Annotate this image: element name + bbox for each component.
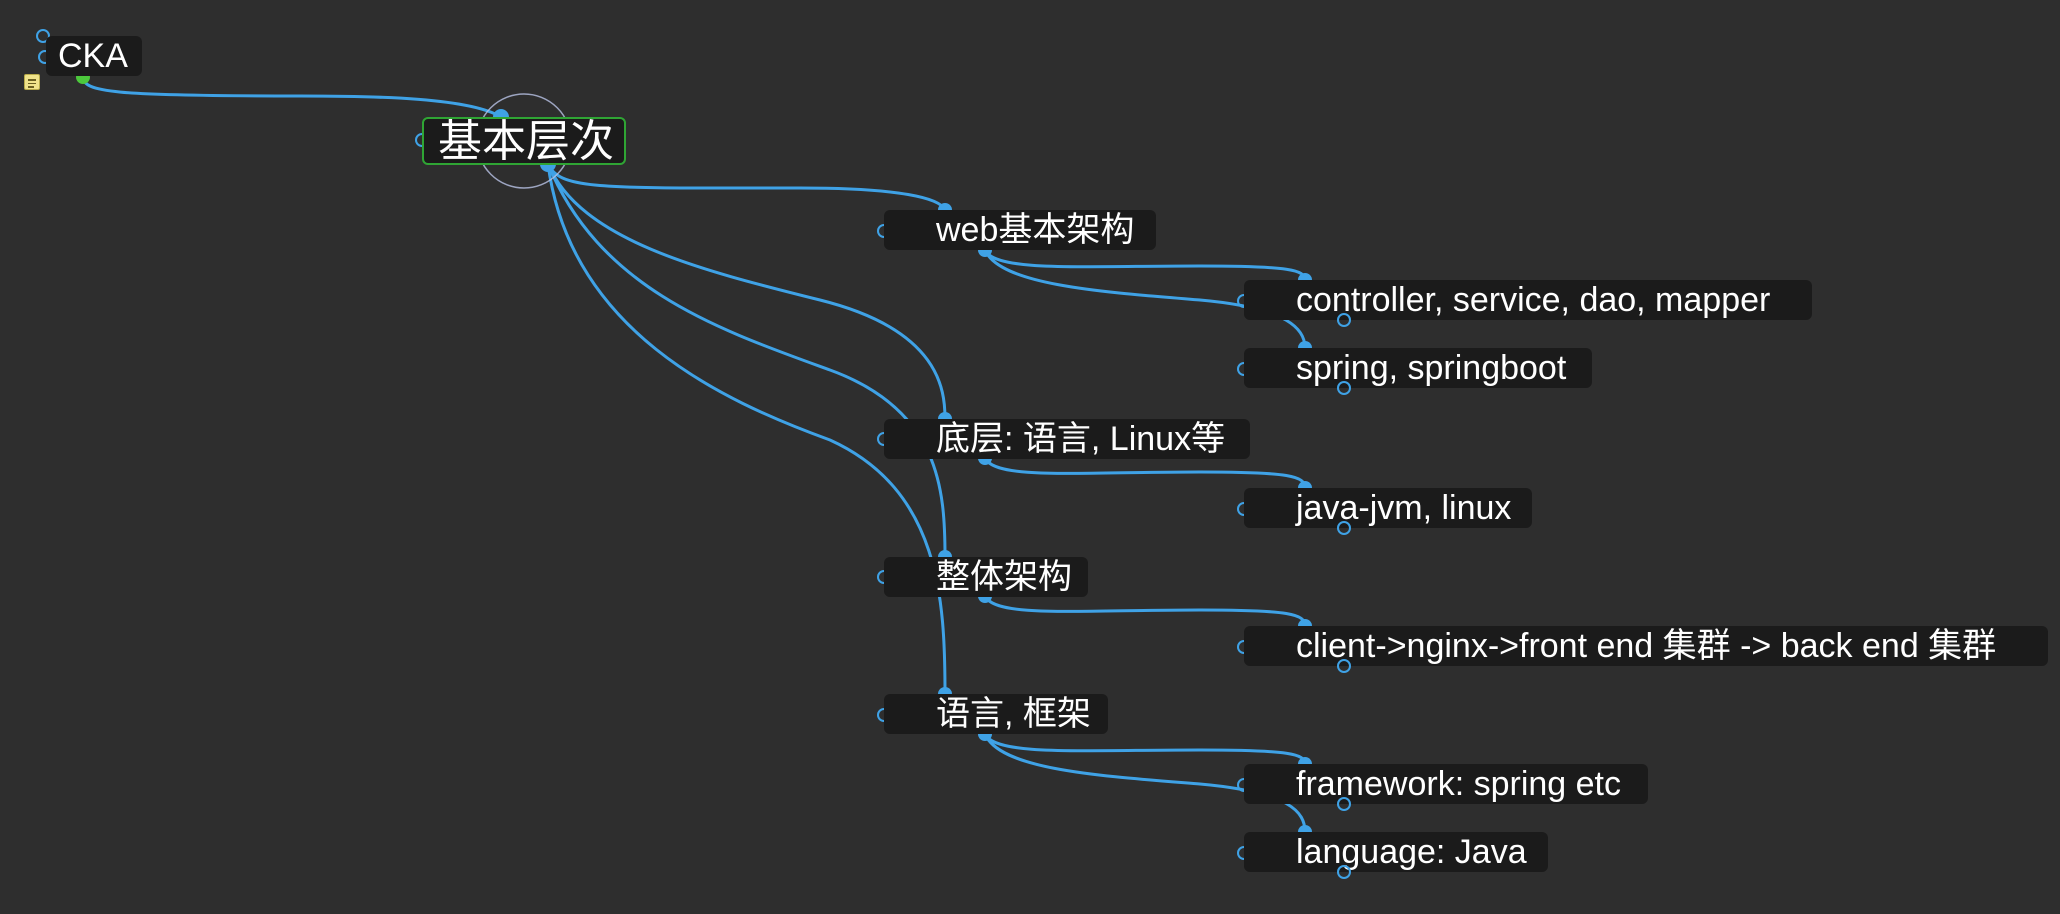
note-icon[interactable]	[24, 74, 40, 90]
root-label: 基本层次	[438, 117, 614, 166]
link-root-to-bottom	[546, 163, 947, 420]
link-arch-to-c1	[983, 595, 1307, 627]
link-root-to-web	[546, 163, 947, 211]
link-bottom-to-c1	[983, 457, 1307, 489]
branch-lang-label: 语言, 框架	[936, 695, 1091, 733]
b1-expand-icon[interactable]	[1337, 521, 1351, 535]
c1-expand-icon[interactable]	[1337, 313, 1351, 327]
lang-child-2-node[interactable]: language: Java	[1244, 832, 1548, 872]
link-web-to-c1	[983, 249, 1307, 281]
cka-label: CKA	[58, 37, 128, 75]
branch-lang-node[interactable]: 语言, 框架	[884, 694, 1108, 734]
link-lang-to-c1	[983, 733, 1307, 765]
arch-child-1-label: client->nginx->front end 集群 -> back end …	[1296, 627, 1997, 665]
lang-child-2-label: language: Java	[1296, 833, 1527, 871]
branch-arch-node[interactable]: 整体架构	[884, 557, 1088, 597]
cka-node[interactable]: CKA	[46, 36, 142, 76]
branch-bottom-node[interactable]: 底层: 语言, Linux等	[884, 419, 1250, 459]
branch-web-node[interactable]: web基本架构	[884, 210, 1156, 250]
branch-bottom-label: 底层: 语言, Linux等	[936, 420, 1226, 458]
link-cka-to-root	[81, 76, 502, 119]
l1-expand-icon[interactable]	[1337, 797, 1351, 811]
arch-child-1-node[interactable]: client->nginx->front end 集群 -> back end …	[1244, 626, 2048, 666]
bottom-child-1-node[interactable]: java-jvm, linux	[1244, 488, 1532, 528]
branch-web-label: web基本架构	[936, 211, 1135, 249]
lang-child-1-node[interactable]: framework: spring etc	[1244, 764, 1648, 804]
root-node[interactable]: 基本层次	[422, 117, 626, 165]
c2-expand-icon[interactable]	[1337, 381, 1351, 395]
branch-arch-label: 整体架构	[936, 558, 1072, 596]
web-child-2-node[interactable]: spring, springboot	[1244, 348, 1592, 388]
l2-expand-icon[interactable]	[1337, 865, 1351, 879]
lang-child-1-label: framework: spring etc	[1296, 765, 1621, 803]
a1-expand-icon[interactable]	[1337, 659, 1351, 673]
bottom-child-1-label: java-jvm, linux	[1296, 489, 1512, 527]
web-child-1-label: controller, service, dao, mapper	[1296, 281, 1771, 319]
web-child-2-label: spring, springboot	[1296, 349, 1567, 387]
web-child-1-node[interactable]: controller, service, dao, mapper	[1244, 280, 1812, 320]
